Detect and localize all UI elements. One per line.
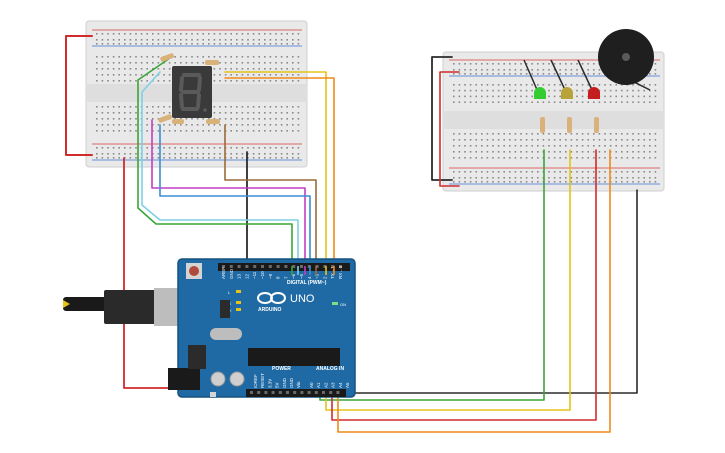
digital-pin-label-0: AREF: [221, 267, 226, 279]
capacitor-icon: [210, 371, 245, 387]
wire-brown-seg: [224, 124, 317, 267]
digital-pin-label-11: 4: [307, 276, 312, 279]
analog-label: ANALOG IN: [316, 366, 344, 372]
digital-pin-label-3: 12: [244, 273, 249, 279]
power-pin-label-4: GND: [282, 377, 287, 388]
power-pin-label-3: 5V: [275, 382, 280, 388]
on-label: ON: [340, 302, 346, 307]
digital-pin-label-2: 13: [237, 273, 242, 279]
analog-pin-label-1: A1: [316, 382, 321, 388]
power-label: POWER: [272, 366, 291, 372]
wire-red-right-rail: [439, 71, 460, 187]
resistor-icon: [594, 117, 599, 133]
led-red: [588, 87, 600, 99]
power-analog-header: [250, 391, 340, 394]
digital-pin-label-1: GND: [229, 268, 234, 279]
digital-pin-label-6: ~9: [268, 273, 273, 279]
analog-pin-label-5: A5: [345, 382, 350, 388]
right-breadboard: [442, 51, 665, 192]
wire-blue-seg: [159, 124, 311, 267]
seven-segment-display: [172, 66, 212, 118]
led-yellow: [561, 87, 573, 99]
wire-black-buzzer: [274, 189, 638, 394]
crystal-oscillator: [210, 328, 242, 340]
power-pin-label-5: GND: [289, 377, 294, 388]
analog-pin-label-2: A2: [323, 382, 328, 388]
analog-pin-label-4: A4: [338, 382, 343, 388]
digital-pin-label-7: 8: [276, 276, 281, 279]
digital-pin-label-14: TX→1: [330, 266, 335, 279]
buzzer-icon: [598, 29, 654, 91]
wire-orange-seg: [224, 77, 335, 267]
arduino-brand: ARDUINO: [258, 307, 281, 313]
digital-pin-label-4: ~11: [252, 271, 257, 279]
digital-label: DIGITAL (PWM~): [287, 280, 327, 286]
segment-digit: [179, 73, 202, 111]
resistor-icon: [172, 119, 184, 124]
power-jack-icon: [168, 368, 200, 390]
wire-red-led: [331, 149, 597, 421]
digital-pin-label-8: 7: [283, 276, 288, 279]
wire-green-seg: [137, 57, 293, 267]
digital-pin-label-12: ~3: [315, 273, 320, 279]
analog-pin-label-3: A3: [331, 382, 336, 388]
l-label: L: [228, 290, 231, 295]
analog-pin-label-0: A0: [309, 382, 314, 388]
resistor-icon: [540, 117, 545, 133]
digital-pin-label-13: 2: [322, 276, 327, 279]
wire-red-left-rail: [65, 35, 93, 156]
arduino-logo: ARDUINO UNO: [257, 292, 315, 313]
power-pin-label-1: RESET: [260, 373, 265, 388]
wire-magenta-seg: [151, 119, 306, 267]
resistor-icon: [205, 60, 219, 65]
wire-pin-ends: [291, 266, 335, 275]
resistor-icon: [567, 117, 572, 133]
digital-pin-label-5: ~10: [260, 271, 265, 279]
wire-yellow-seg: [224, 71, 327, 267]
resistor-icon: [206, 119, 220, 124]
resistor-icon: [158, 114, 173, 123]
resistor-icon: [160, 53, 175, 62]
left-breadboard-holes: [96, 33, 300, 159]
wire-yellow-led: [325, 149, 571, 411]
power-pin-label-2: 3.3V: [267, 379, 272, 388]
power-pin-label-0: IOREF: [253, 374, 258, 388]
reset-button-icon[interactable]: [186, 263, 202, 279]
digital-pin-label-15: RX←0: [338, 265, 343, 279]
arduino-model: UNO: [290, 293, 315, 305]
wire-orange-buzzer: [337, 149, 611, 433]
led-green: [534, 87, 546, 99]
wire-lightblue-seg: [141, 71, 299, 267]
digital-pin-label-10: ~5: [299, 273, 304, 279]
wire-black-right-rail: [431, 56, 453, 181]
led-group: [523, 59, 600, 133]
digital-pin-label-9: ~6: [291, 273, 296, 279]
power-pin-label-6: Vin: [296, 381, 301, 388]
display-resistors: [158, 53, 220, 124]
